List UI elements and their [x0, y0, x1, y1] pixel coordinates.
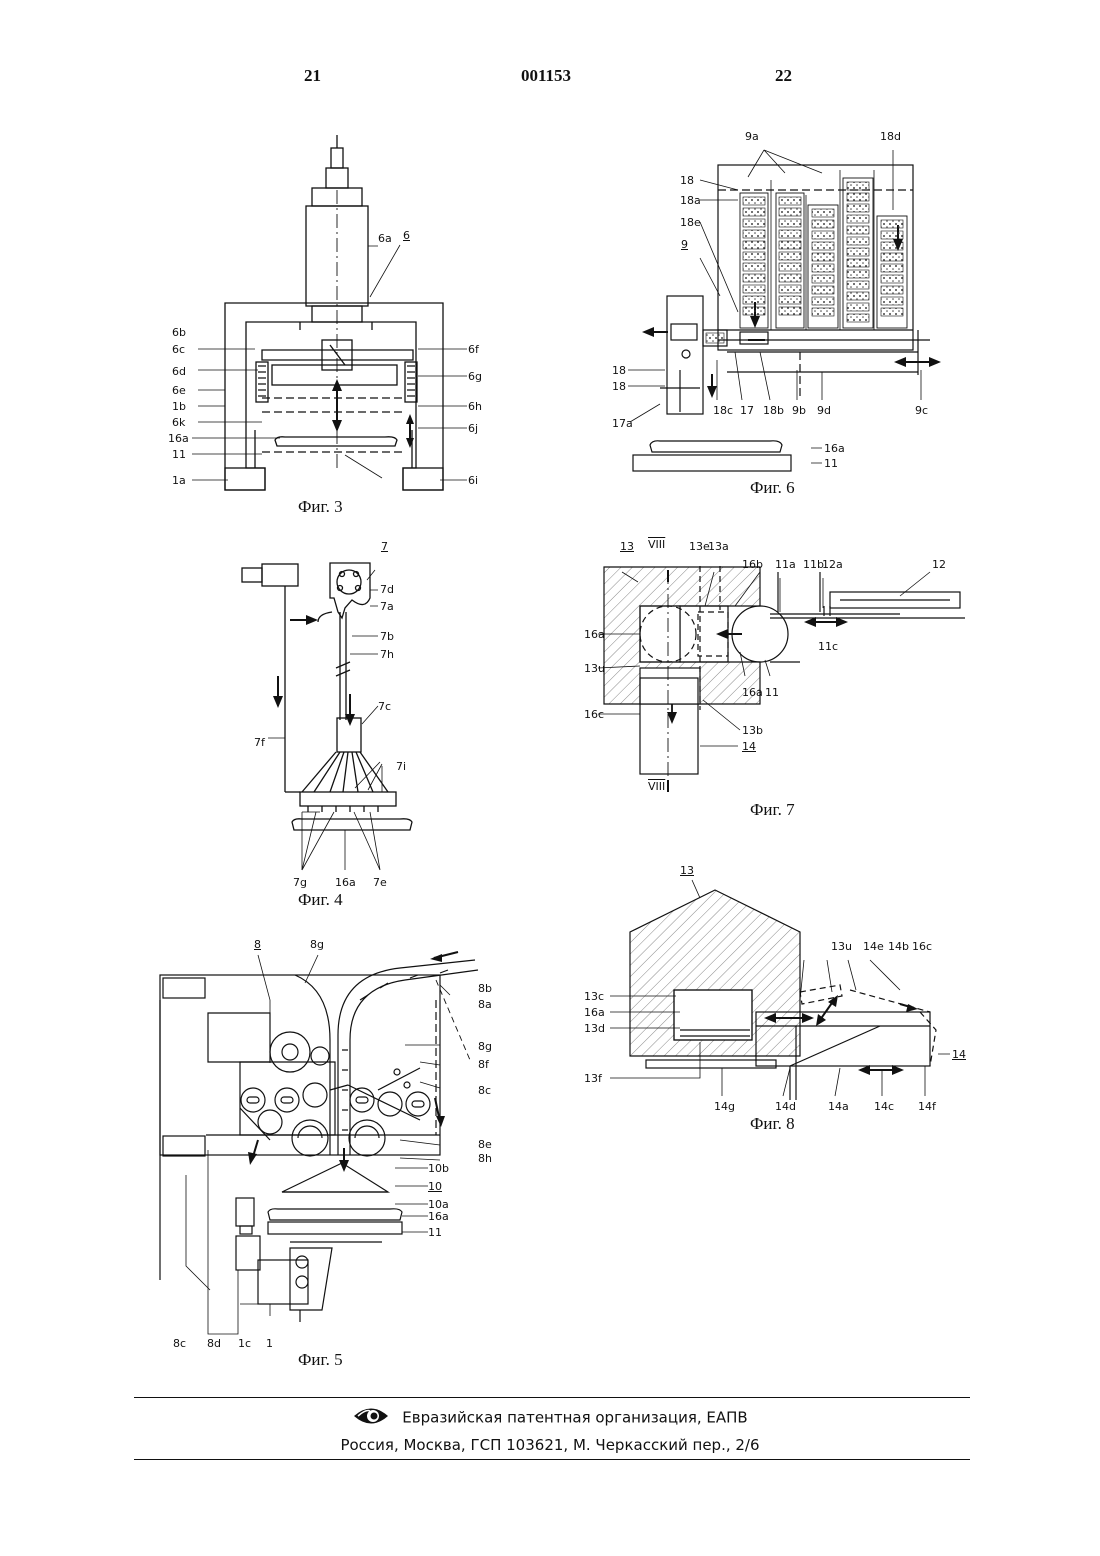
figure-8: 13 13u 14e 14b 16c 13c 16a 13d 14 13f 14… — [0, 0, 1100, 1140]
fig5-caption: Фиг. 5 — [298, 1350, 343, 1370]
organization-name: Евразийская патентная организация, ЕАПВ — [402, 1409, 747, 1427]
footer-address: Россия, Москва, ГСП 103621, М. Черкасски… — [0, 1436, 1100, 1454]
footer-organization-line: Евразийская патентная организация, ЕАПВ — [0, 1405, 1100, 1431]
fig8-label-13f: 13f — [584, 1072, 602, 1085]
fig8-label-14f: 14f — [918, 1100, 936, 1113]
fig8-label-13: 13 — [680, 864, 694, 877]
fig8-label-13u: 13u — [831, 940, 852, 953]
fig8-label-13c: 13c — [584, 990, 604, 1003]
fig5-label-10b: 10b — [428, 1162, 449, 1175]
fig8-label-14b: 14b — [888, 940, 909, 953]
fig5-label-16a: 16a — [428, 1210, 449, 1223]
fig5-label-8h: 8h — [478, 1152, 492, 1165]
fig8-label-14e: 14e — [863, 940, 884, 953]
fig5-label-8c: 8c — [173, 1337, 186, 1350]
fig8-label-14a: 14a — [828, 1100, 849, 1113]
fig5-label-11: 11 — [428, 1226, 442, 1239]
fig8-label-16a: 16a — [584, 1006, 605, 1019]
fig8-label-14: 14 — [952, 1048, 966, 1061]
fig5-label-10: 10 — [428, 1180, 442, 1193]
fig8-label-16c: 16c — [912, 940, 932, 953]
footer-top-rule — [134, 1397, 970, 1398]
fig5-label-1: 1 — [266, 1337, 273, 1350]
eye-logo-icon — [352, 1405, 390, 1431]
fig8-label-14d: 14d — [775, 1100, 796, 1113]
fig8-label-14c: 14c — [874, 1100, 894, 1113]
fig8-label-13d: 13d — [584, 1022, 605, 1035]
footer-bottom-rule — [134, 1459, 970, 1460]
figure-8-drawing — [0, 0, 1100, 1140]
fig5-label-1c: 1c — [238, 1337, 251, 1350]
fig8-caption: Фиг. 8 — [750, 1114, 795, 1134]
fig5-label-8d: 8d — [207, 1337, 221, 1350]
fig8-label-14g: 14g — [714, 1100, 735, 1113]
